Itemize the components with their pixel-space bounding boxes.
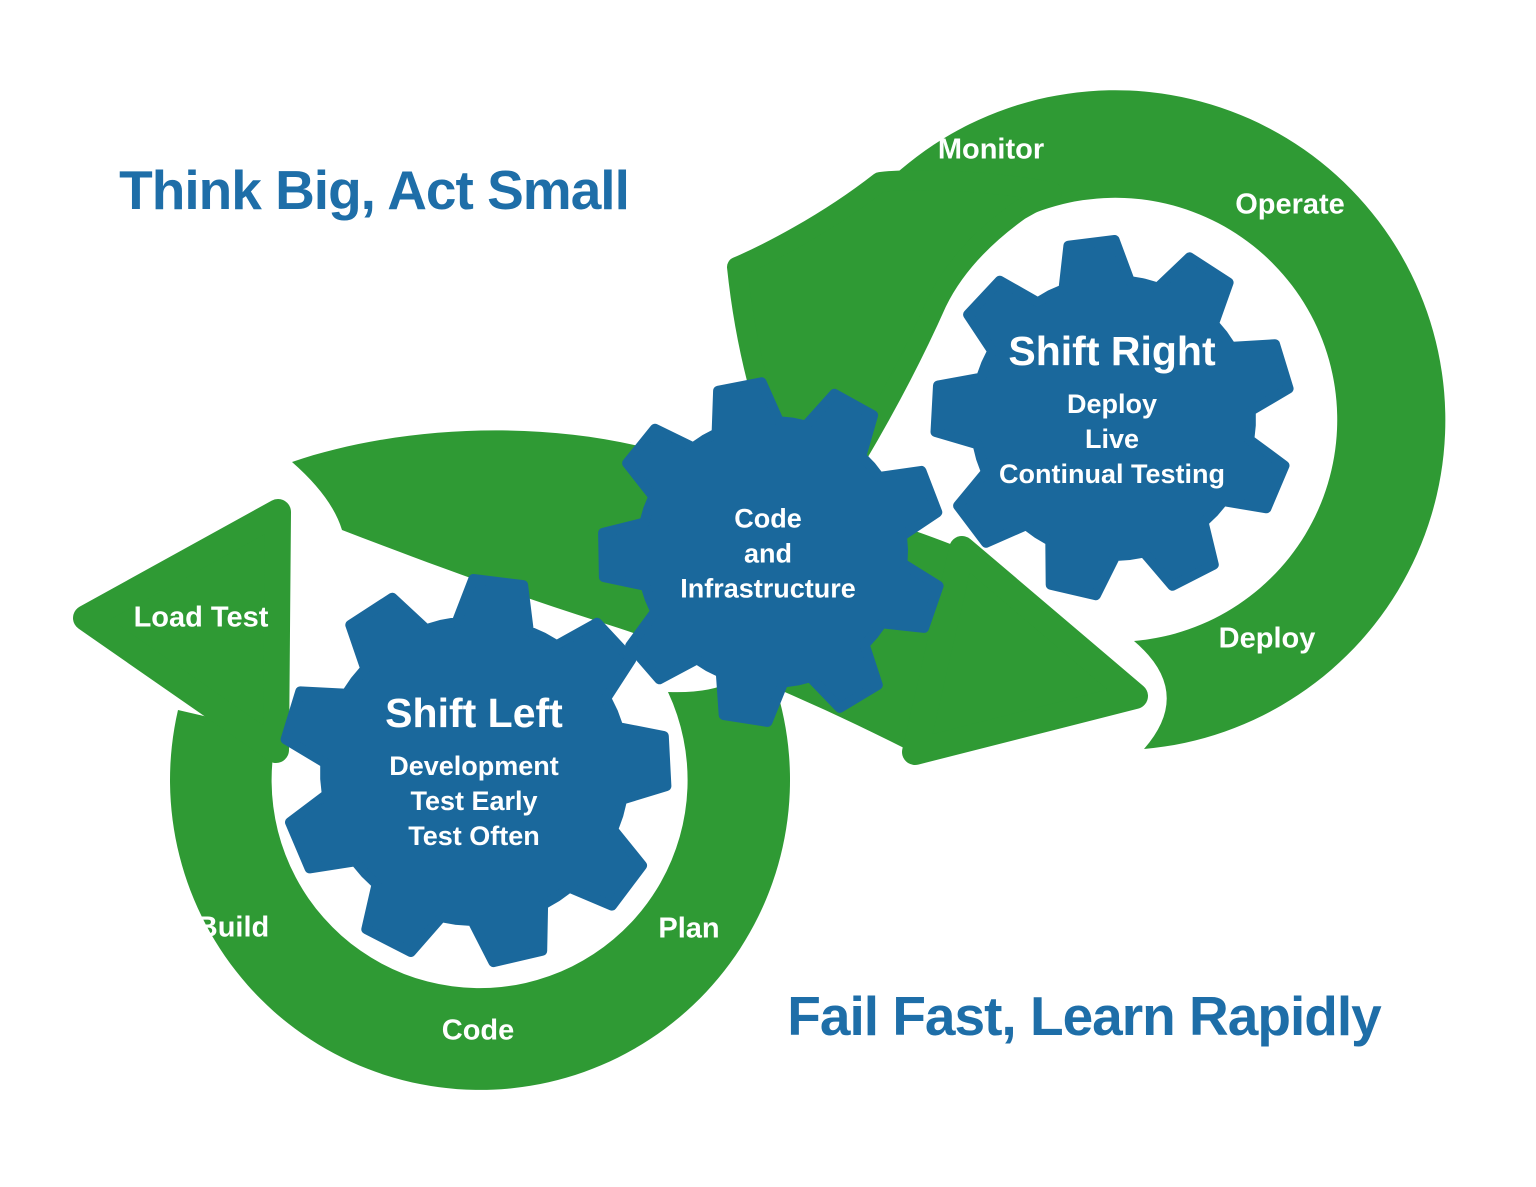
shift-left-line-3: Test Often	[408, 821, 540, 851]
loop-label-monitor: Monitor	[937, 133, 1045, 166]
shift-right-line-3: Continual Testing	[999, 459, 1225, 489]
code-infrastructure-gear-caption: Code and Infrastructure	[680, 502, 856, 607]
code-infra-line-3: Infrastructure	[680, 573, 856, 604]
load-test-arrowhead-icon	[73, 499, 291, 763]
loop-label-operate: Operate	[1235, 188, 1345, 221]
shift-right-title: Shift Right	[1008, 328, 1216, 374]
left-loop-ring	[170, 649, 791, 1090]
shift-left-line-2: Test Early	[410, 786, 538, 816]
code-infra-line-1: Code	[734, 503, 802, 534]
shift-left-title: Shift Left	[385, 690, 563, 736]
shift-right-line-1: Deploy	[1066, 389, 1158, 419]
crossing-arrowhead-icon	[902, 536, 1148, 765]
code-infrastructure-gear-icon	[598, 377, 944, 727]
headline-think-big: Think Big, Act Small	[119, 159, 630, 221]
loop-label-deploy: Deploy	[1218, 622, 1316, 655]
shift-left-line-1: Development	[389, 751, 559, 781]
loop-label-load-test: Load Test	[133, 601, 269, 634]
loop-label-build: Build	[196, 911, 270, 944]
shift-right-line-2: Live	[1084, 424, 1140, 454]
headline-fail-fast: Fail Fast, Learn Rapidly	[787, 985, 1381, 1047]
right-loop-ring	[845, 90, 1446, 749]
loop-label-plan: Plan	[658, 912, 720, 945]
shift-left-gear-icon	[280, 574, 672, 968]
shift-right-gear-caption: Shift Right Deploy Live Continual Testin…	[999, 328, 1225, 492]
loop-label-code: Code	[441, 1014, 515, 1047]
shift-right-gear-icon	[930, 235, 1294, 601]
shift-left-gear-caption: Shift Left Development Test Early Test O…	[385, 690, 563, 854]
code-infra-line-2: and	[743, 538, 793, 569]
